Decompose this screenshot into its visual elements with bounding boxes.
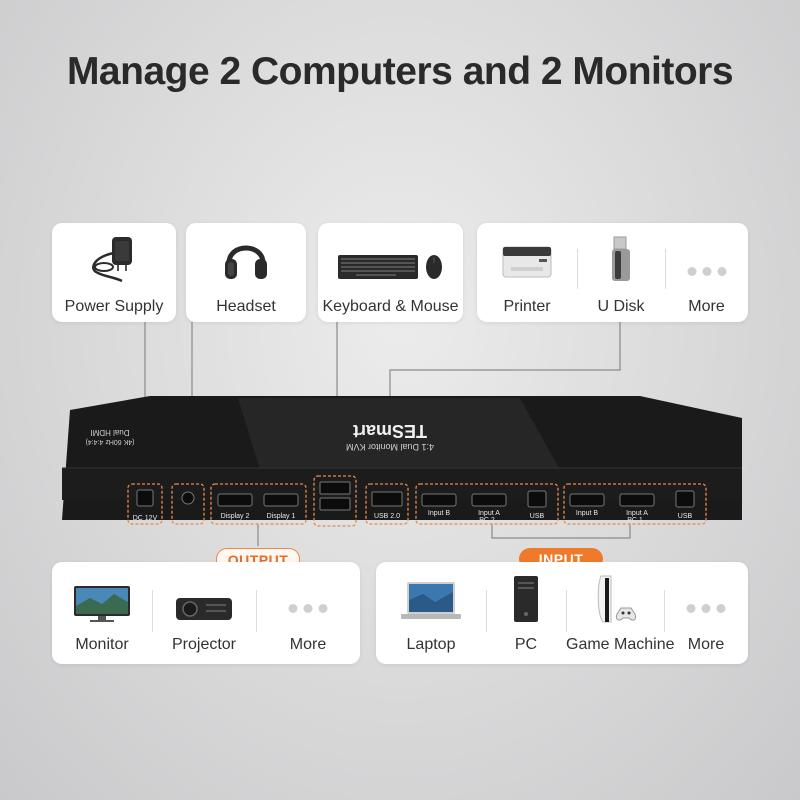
audio-jack xyxy=(181,491,195,505)
printer-label: Printer xyxy=(503,298,551,315)
pc2-label: PC 2 xyxy=(479,517,495,524)
display2-port-label: Display 2 xyxy=(221,513,250,520)
more-label: More xyxy=(688,298,725,315)
usb-drive-icon xyxy=(612,236,630,281)
pc2-input-a-port xyxy=(471,493,507,507)
input-item-game-machine: Game Machine xyxy=(566,562,675,664)
input-more-label: More xyxy=(687,636,725,653)
peripherals-card: Printer U Disk More xyxy=(477,223,748,322)
keyboard-mouse-card: Keyboard & Mouse xyxy=(318,223,463,322)
device-hdmi: Dual HDMI xyxy=(90,428,129,437)
more-dots-icon xyxy=(687,267,726,276)
headset-card: Headset xyxy=(186,223,306,322)
keyboard-mouse-ports-box xyxy=(313,475,357,527)
game-machine-label: Game Machine xyxy=(566,636,675,653)
pc2-input-b-port xyxy=(421,493,457,507)
pc1-input-b-port xyxy=(569,493,605,507)
display1-hdmi-port xyxy=(263,493,299,507)
pc1-usb-label: USB xyxy=(678,513,693,520)
audio-port-box xyxy=(171,483,205,525)
page-title: Manage 2 Computers and 2 Monitors xyxy=(66,50,734,93)
device-spec: (4K 60Hz 4:4:4) xyxy=(85,438,134,445)
game-console-icon xyxy=(597,575,636,623)
pc-tower-icon xyxy=(514,576,538,622)
output-item-more: More xyxy=(256,562,360,664)
usb20-port xyxy=(371,491,403,507)
input-card: Laptop PC Game Machine More xyxy=(376,562,748,664)
output-card: Monitor Projector More xyxy=(52,562,360,664)
keyboard-usb-port xyxy=(319,481,351,495)
monitor-label: Monitor xyxy=(75,636,129,653)
headphones-icon xyxy=(225,245,267,279)
display-ports-box xyxy=(210,483,307,525)
pc2-input-a-label: Input A xyxy=(478,510,500,517)
pc1-ports-box xyxy=(563,483,707,525)
projector-label: Projector xyxy=(171,636,237,653)
udisk-label: U Disk xyxy=(597,298,645,315)
display2-hdmi-port xyxy=(217,493,253,507)
pc1-input-b-label: Input B xyxy=(576,510,599,517)
laptop-icon xyxy=(401,582,461,619)
laptop-label: Laptop xyxy=(406,636,456,653)
pc2-usb-b-port xyxy=(527,490,547,508)
dc-jack xyxy=(136,489,154,507)
input-item-pc: PC xyxy=(486,562,566,664)
keyboard-mouse-label: Keyboard & Mouse xyxy=(322,298,459,315)
power-adapter-icon xyxy=(92,237,132,283)
usb20-port-box xyxy=(365,483,409,525)
more-dots-icon xyxy=(686,604,726,613)
pc2-input-b-label: Input B xyxy=(428,510,451,517)
input-item-more: More xyxy=(664,562,748,664)
dc-port-box xyxy=(127,483,163,525)
usb20-port-label: USB 2.0 xyxy=(374,513,400,520)
output-item-projector: Projector xyxy=(152,562,256,664)
output-more-label: More xyxy=(289,636,327,653)
mouse-usb-port xyxy=(319,497,351,511)
input-item-laptop: Laptop xyxy=(376,562,486,664)
power-supply-card: Power Supply xyxy=(52,223,176,322)
pc2-ports-box xyxy=(415,483,559,525)
projector-icon xyxy=(176,598,232,620)
monitor-icon xyxy=(74,586,130,622)
pc1-usb-b-port xyxy=(675,490,695,508)
power-supply-label: Power Supply xyxy=(64,298,164,315)
pc-label: PC xyxy=(514,636,538,653)
keyboard-mouse-icon xyxy=(337,255,442,279)
pc1-input-a-port xyxy=(619,493,655,507)
output-item-monitor: Monitor xyxy=(52,562,152,664)
pc2-usb-label: USB xyxy=(530,513,545,520)
dc-port-label: DC 12V xyxy=(133,515,158,522)
pc1-label: PC 1 xyxy=(627,517,643,524)
pc1-input-a-label: Input A xyxy=(626,510,648,517)
display1-port-label: Display 1 xyxy=(267,513,296,520)
printer-icon xyxy=(502,246,552,278)
device-brand: TESmart xyxy=(353,421,427,441)
device-model: 4:1 Dual Monitor KVM xyxy=(346,442,434,452)
headset-label: Headset xyxy=(216,298,276,315)
more-dots-icon xyxy=(288,604,328,613)
